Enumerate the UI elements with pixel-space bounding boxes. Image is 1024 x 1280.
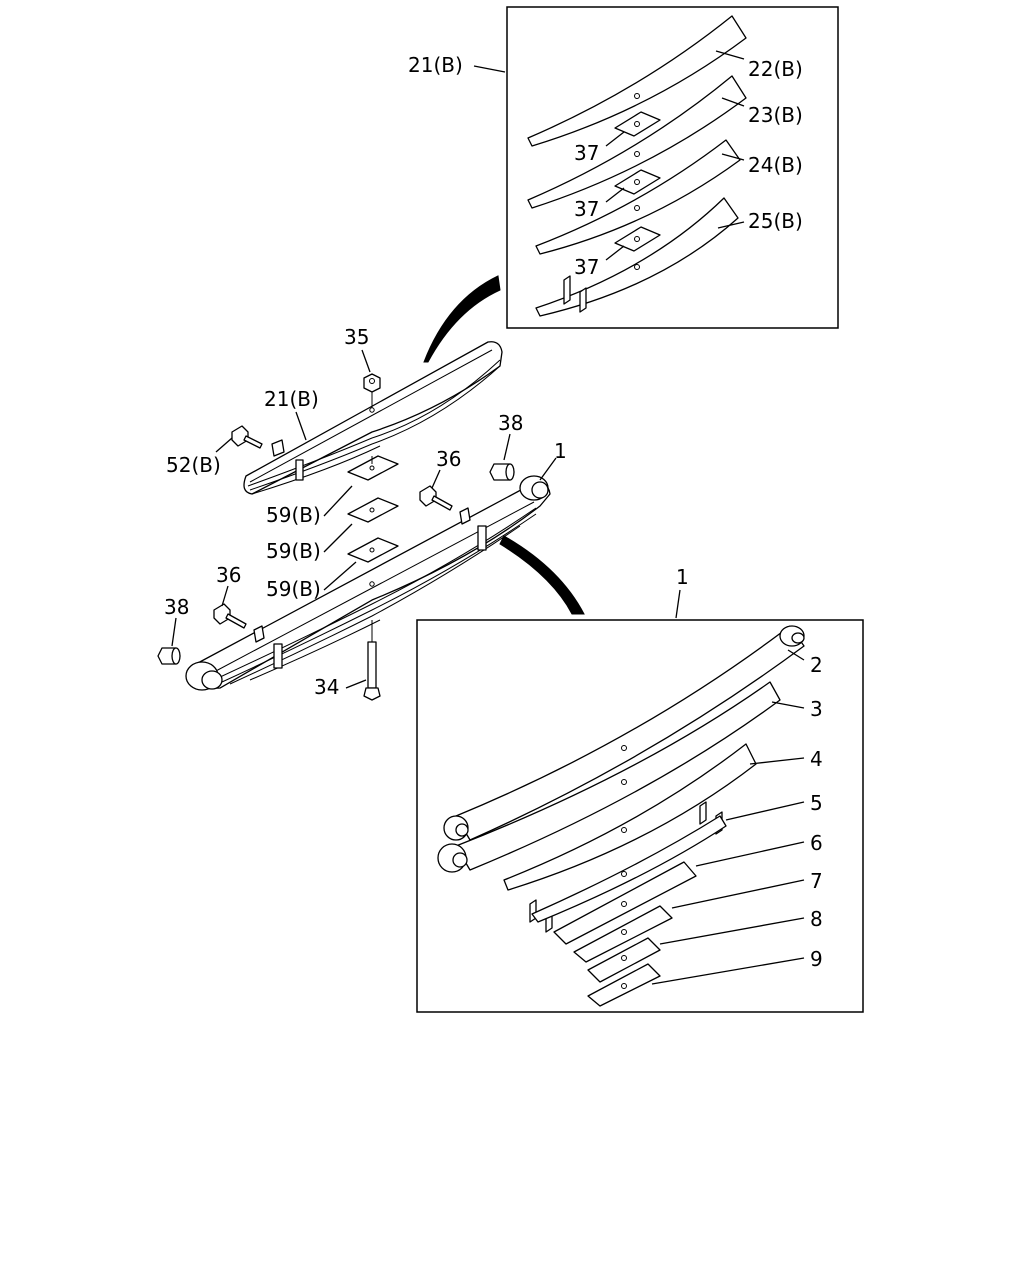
label-3: 3 bbox=[810, 697, 823, 721]
nut-35 bbox=[363, 373, 381, 408]
label-2: 2 bbox=[810, 653, 823, 677]
inset-pointer-upper bbox=[423, 275, 501, 363]
leaf-4 bbox=[503, 743, 757, 891]
helper-spring-inset bbox=[506, 6, 839, 329]
label-37-a: 37 bbox=[574, 141, 599, 165]
label-25: 25(B) bbox=[748, 209, 803, 233]
label-8: 8 bbox=[810, 907, 823, 931]
label-4: 4 bbox=[810, 747, 823, 771]
main-spring-assembly bbox=[185, 475, 551, 691]
label-36-upper: 36 bbox=[436, 447, 461, 471]
label-59-c: 59(B) bbox=[266, 577, 321, 601]
leaf-9 bbox=[587, 963, 661, 1007]
helper-leaf-25 bbox=[535, 197, 739, 317]
label-24: 24(B) bbox=[748, 153, 803, 177]
label-35: 35 bbox=[344, 325, 369, 349]
leaf-7 bbox=[553, 861, 697, 945]
leaf-3 bbox=[437, 681, 781, 873]
helper-leaf-24 bbox=[535, 139, 741, 255]
inset-pointer-lower bbox=[499, 535, 585, 615]
label-1-inset: 1 bbox=[676, 565, 689, 589]
center-bolt-34 bbox=[363, 620, 381, 701]
label-38-front: 38 bbox=[498, 411, 523, 435]
leaf-6 bbox=[531, 815, 727, 923]
spacer-59-a bbox=[347, 455, 399, 481]
label-9: 9 bbox=[810, 947, 823, 971]
helper-inset-frame bbox=[506, 6, 839, 329]
helper-clip bbox=[563, 275, 571, 305]
main-spring-inset bbox=[416, 619, 864, 1013]
label-1-assembly: 1 bbox=[554, 439, 567, 463]
label-36-lower: 36 bbox=[216, 563, 241, 587]
bushing-38-front bbox=[489, 463, 515, 481]
label-23: 23(B) bbox=[748, 103, 803, 127]
label-34: 34 bbox=[314, 675, 339, 699]
clip-bolt-36-upper bbox=[419, 485, 471, 525]
label-22: 22(B) bbox=[748, 57, 803, 81]
helper-bolt-52 bbox=[231, 425, 285, 457]
label-52: 52(B) bbox=[166, 453, 221, 477]
spacer-59-c bbox=[347, 537, 399, 563]
spacer-59-b bbox=[347, 497, 399, 523]
leaf-8 bbox=[573, 905, 673, 963]
leaf-2 bbox=[443, 625, 805, 841]
main-inset-frame bbox=[416, 619, 864, 1013]
label-59-a: 59(B) bbox=[266, 503, 321, 527]
label-37-c: 37 bbox=[574, 255, 599, 279]
helper-leaf-22 bbox=[527, 15, 747, 147]
helper-spring-assembly bbox=[243, 341, 503, 495]
bushing-38-rear bbox=[157, 647, 181, 665]
helper-leaf-23 bbox=[527, 75, 747, 209]
label-38-rear: 38 bbox=[164, 595, 189, 619]
clip-bolt-36-lower bbox=[213, 603, 265, 643]
label-helper-spring: 21(B) bbox=[264, 387, 319, 411]
callout-labels: 21(B) 22(B) 23(B) 24(B) 25(B) 37 37 37 3… bbox=[164, 53, 823, 971]
label-7: 7 bbox=[810, 869, 823, 893]
leaf-9-upper bbox=[587, 937, 661, 983]
label-59-b: 59(B) bbox=[266, 539, 321, 563]
label-helper-spring-inset: 21(B) bbox=[408, 53, 463, 77]
label-5: 5 bbox=[810, 791, 823, 815]
label-6: 6 bbox=[810, 831, 823, 855]
label-37-b: 37 bbox=[574, 197, 599, 221]
